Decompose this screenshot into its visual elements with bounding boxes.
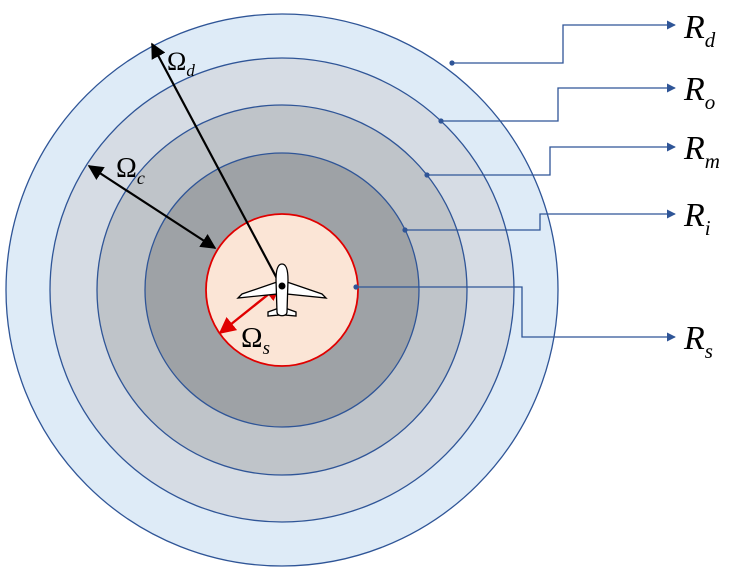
zone-label-detection: Rd — [683, 9, 716, 52]
aircraft-fuselage — [275, 263, 289, 317]
zone-label-middle: Rm — [683, 130, 720, 173]
omega-d-arrow — [151, 42, 283, 289]
zone-label-inner: Ri — [683, 197, 711, 240]
leader-lines — [353, 20, 676, 342]
leader-dot-safety — [353, 284, 359, 290]
zone-labels: Rd Ro Rm Ri Rs — [683, 9, 720, 363]
aircraft-icon — [236, 263, 328, 317]
omega-s-label: Ωs — [241, 322, 270, 359]
leader-dot-middle — [424, 172, 430, 178]
leader-dot-outer — [438, 118, 444, 124]
omega-c-arrow — [87, 165, 217, 249]
leader-detection — [452, 20, 676, 64]
leader-safety — [356, 286, 676, 342]
aircraft-center-dot — [278, 282, 286, 290]
zone-label-outer: Ro — [683, 71, 715, 114]
omega-d-label: Ωd — [167, 47, 195, 80]
leader-dot-detection — [449, 60, 455, 66]
omega-c-label: Ωc — [116, 153, 145, 188]
zone-label-safety: Rs — [683, 320, 713, 363]
leader-dot-inner — [402, 227, 408, 233]
leader-outer — [441, 83, 676, 122]
leader-inner — [405, 209, 676, 231]
leader-middle — [427, 142, 676, 176]
omega-labels: Ωd Ωc Ωs — [116, 47, 270, 359]
